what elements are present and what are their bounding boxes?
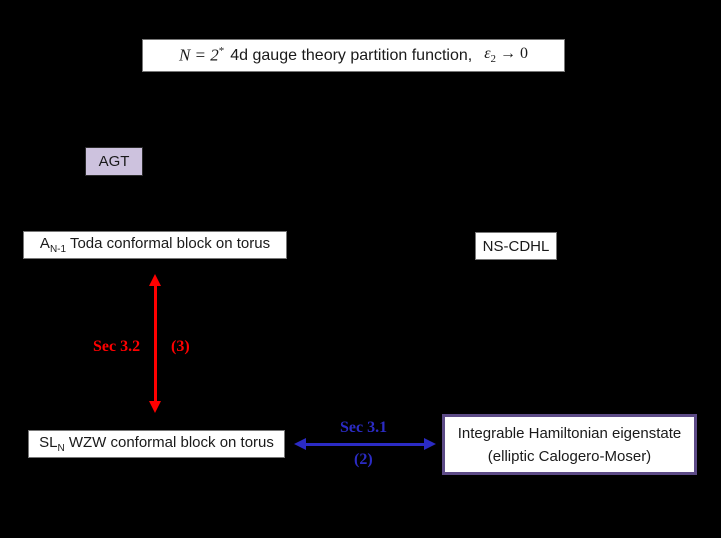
gauge-theory-box: N = 2* 4d gauge theory partition functio… — [142, 39, 565, 72]
sln-wzw-label: SLN WZW conformal block on torus — [39, 434, 274, 454]
relation-3-label: (3) — [171, 338, 190, 355]
red-double-arrow — [147, 274, 163, 413]
section-3-2-label: Sec 3.2 — [93, 338, 141, 355]
gauge-theory-text: 4d gauge theory partition function, — [230, 46, 473, 64]
relation-2-label: (2) — [354, 451, 373, 468]
sln-wzw-conformal-block-box: SLN WZW conformal block on torus — [28, 430, 285, 458]
math-n-equals-2: N = 2* — [178, 45, 225, 65]
section-3-1-label: Sec 3.1 — [340, 419, 388, 436]
ns-cdhl-label: NS-CDHL — [482, 237, 550, 255]
agt-label-box: AGT — [85, 147, 143, 176]
toda-label: AN-1 Toda conformal block on torus — [39, 235, 271, 255]
blue-arrow-shaft — [303, 442, 427, 446]
red-arrow-shaft — [153, 283, 157, 404]
integrable-hamiltonian-box: Integrable Hamiltonian eigenstate (ellip… — [442, 414, 697, 475]
red-arrowhead-down-icon — [149, 401, 161, 413]
integrable-line1: Integrable Hamiltonian eigenstate — [457, 424, 682, 442]
ns-cdhl-box: NS-CDHL — [475, 232, 557, 260]
toda-conformal-block-box: AN-1 Toda conformal block on torus — [23, 231, 287, 259]
blue-double-arrow — [294, 436, 436, 452]
blue-arrowhead-right-icon — [424, 438, 436, 450]
agt-label: AGT — [98, 153, 130, 170]
asterisk-superscript: * — [218, 45, 225, 58]
red-arrowhead-up-icon — [149, 274, 161, 286]
epsilon-limit: ε2 → 0 — [484, 45, 529, 66]
blue-arrowhead-left-icon — [294, 438, 306, 450]
integrable-line2: (elliptic Calogero-Moser) — [487, 447, 652, 465]
